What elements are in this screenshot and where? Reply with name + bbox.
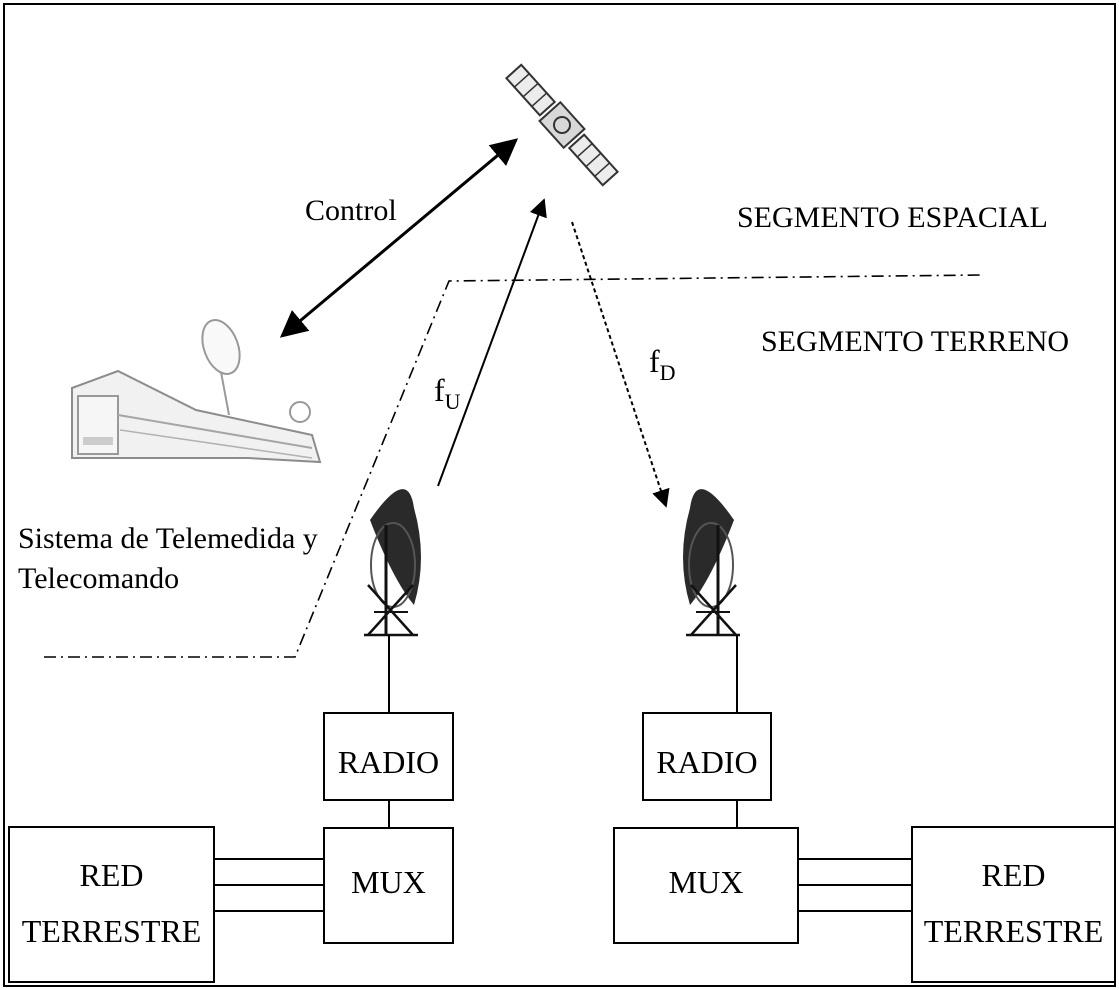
right-red-label: RED [982, 857, 1046, 893]
left-radio-box [323, 712, 454, 801]
downlink-arrow [571, 221, 670, 508]
right-mux-label: MUX [669, 864, 744, 900]
ttc-system-label-line2: Telecomando [18, 562, 179, 595]
ttc-system-label: Sistema de Telemedida y [18, 522, 318, 555]
right-red-terrestre-box [911, 826, 1116, 983]
dish-antenna-icon [364, 489, 421, 637]
left-red-label: RED [80, 857, 144, 893]
uplink-label: fU [434, 372, 461, 414]
control-link-arrow [279, 138, 519, 338]
right-terrestre-label: TERRESTRE [924, 913, 1104, 949]
segmento-terreno-label: SEGMENTO TERRENO [761, 325, 1069, 358]
satellite-icon [504, 63, 620, 187]
uplink-arrow [437, 198, 547, 487]
dish-antenna-icon [683, 489, 740, 637]
downlink-label: fD [649, 343, 676, 385]
left-red-terrestre-box [8, 826, 215, 983]
segment-divider-line [44, 274, 981, 658]
left-mux-label: MUX [351, 864, 426, 900]
segmento-espacial-label: SEGMENTO ESPACIAL [737, 201, 1048, 234]
left-radio-label: RADIO [338, 744, 439, 780]
control-label: Control [305, 194, 397, 227]
left-mux-box [323, 827, 454, 944]
control-station-icon [71, 319, 322, 464]
right-radio-box [642, 712, 772, 801]
right-mux-box [613, 827, 799, 944]
diagram-frame [3, 3, 1116, 987]
right-radio-label: RADIO [656, 744, 757, 780]
left-terrestre-label: TERRESTRE [22, 913, 202, 949]
